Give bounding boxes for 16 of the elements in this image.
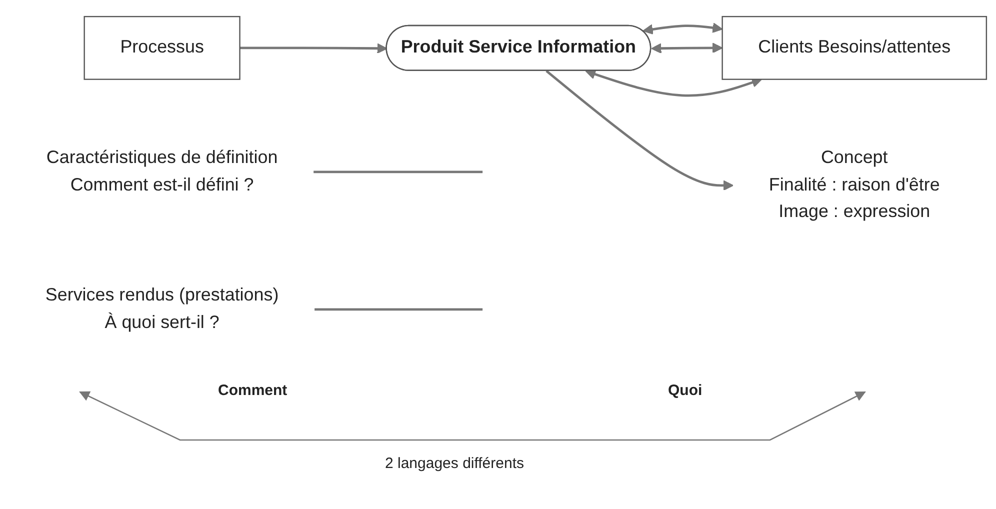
arrow [651,42,723,54]
node-text: Services rendus (prestations) À quoi sert-il ? [45,284,279,332]
arrow [585,68,762,96]
leader-line [314,170,483,173]
arrow [240,42,388,54]
node-box [84,16,240,80]
heading-label: Quoi [668,382,702,399]
arrow [546,70,734,190]
arrow [642,22,723,34]
node-text: Concept Finalité : raison d'être Image : expression [768,147,940,222]
node-box [722,16,988,80]
caption-label: 2 langages différents [385,455,524,472]
node-text: Caractéristiques de définition Comment est-il défini ? [46,147,278,194]
heading-label: Comment [218,382,288,399]
flow-diagram: Processus Produit Service Information Clients Besoins/attentes Concept Finalité : raison d'être Image : expression Caractéristiques de définition Comment est-il défini ? Services rendus (prestations) À quoi sert-il ? [0,6,996,364]
leader-line [314,308,483,310]
